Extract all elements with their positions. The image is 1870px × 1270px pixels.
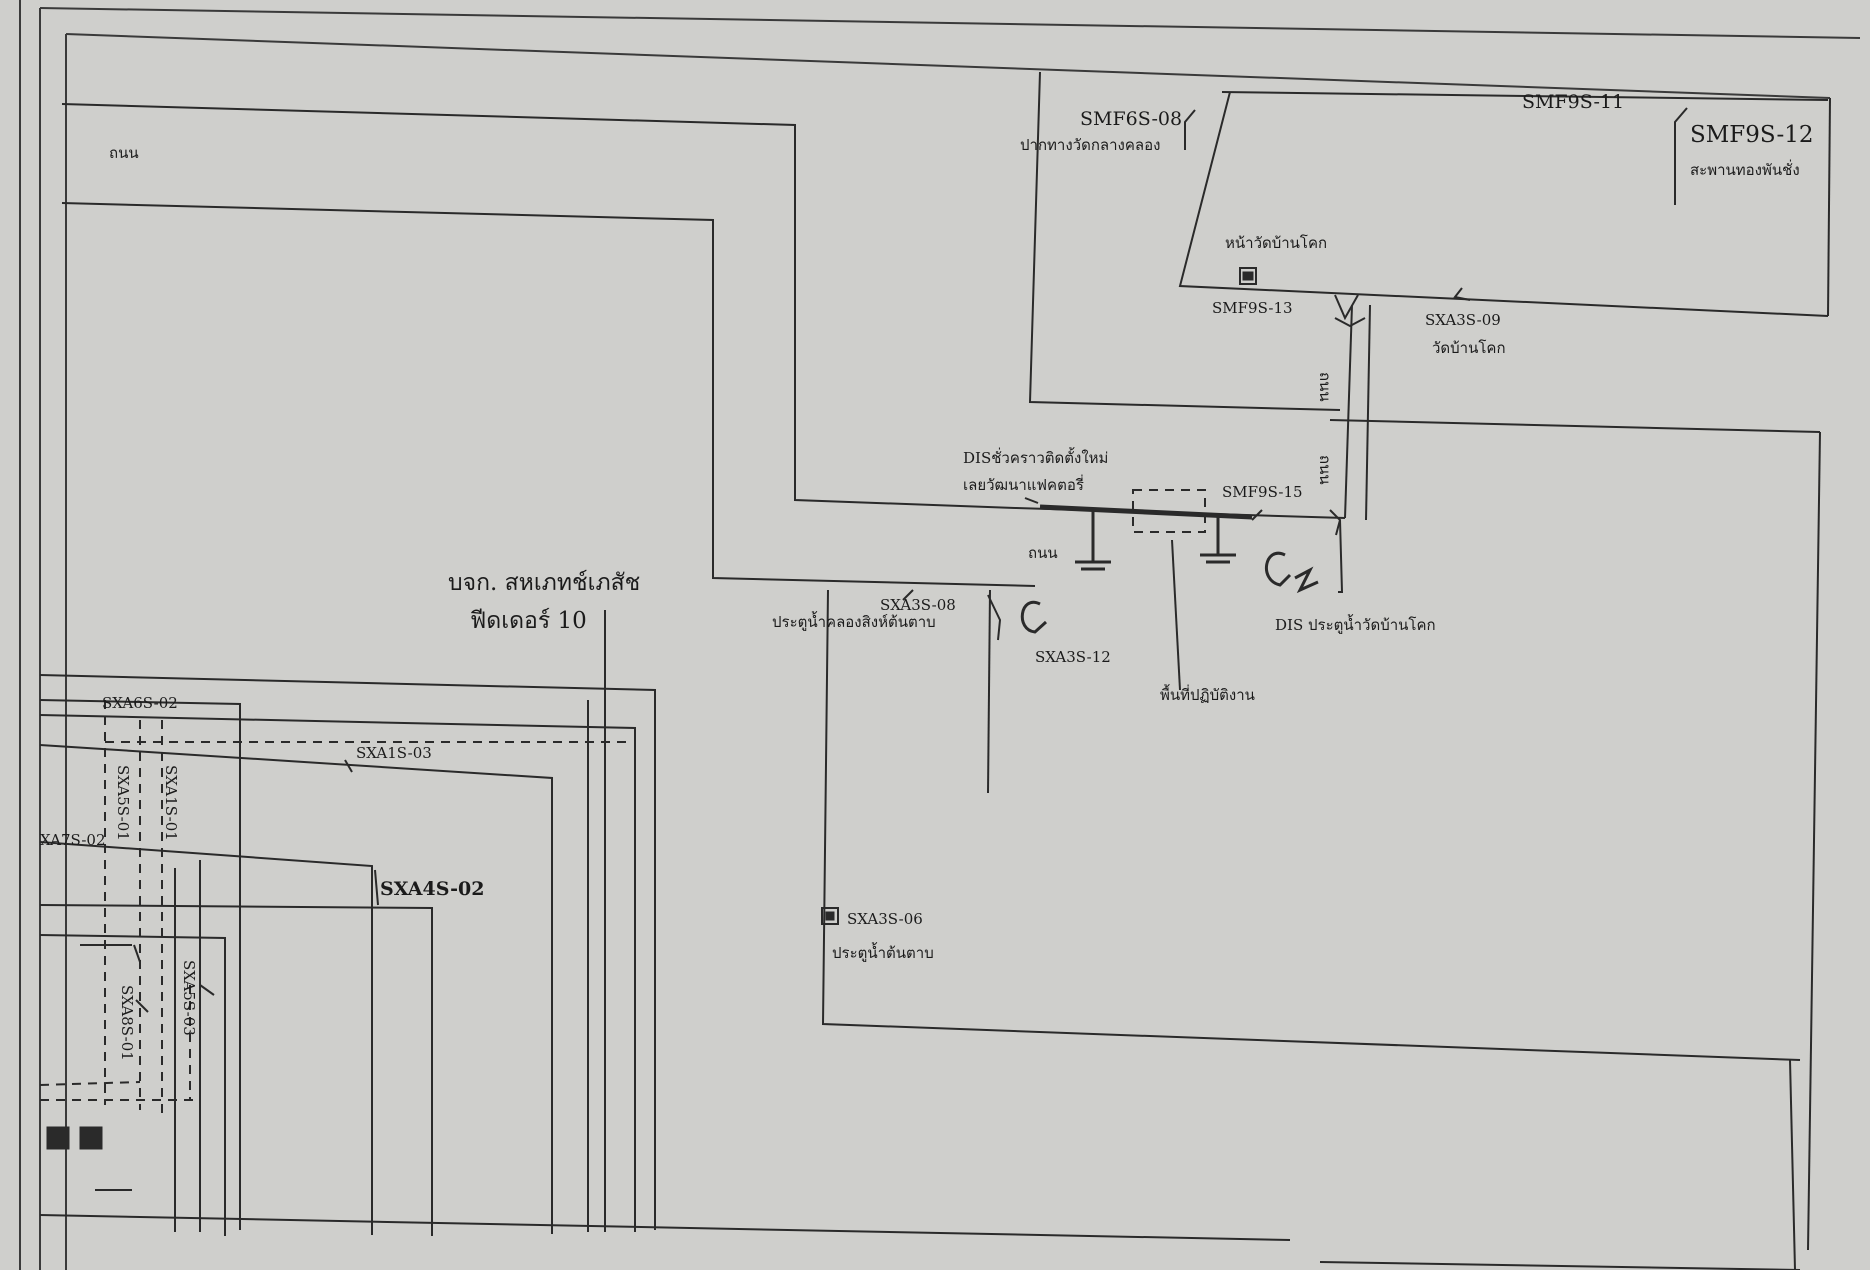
switch-symbols bbox=[133, 107, 1688, 1013]
label-sxa5s-01: SXA5S-01 bbox=[114, 765, 132, 841]
label-sxa3s-09-place: วัดบ้านโคก bbox=[1432, 339, 1506, 357]
g-markers bbox=[1020, 551, 1319, 634]
label-smf9s-11: SMF9S-11 bbox=[1522, 91, 1624, 113]
label-dis-temp-line2: เลยวัฒนาแฟคตอรี่ bbox=[963, 474, 1084, 494]
label-smf9s-12-place: สะพานทองพันชั่ง bbox=[1690, 159, 1800, 179]
equipment-boxes bbox=[46, 267, 1257, 1150]
text-labels: ถนน SMF6S-08 ปากทางวัดกลางคลอง SMF9S-11 … bbox=[40, 91, 1814, 1061]
label-sxa3s-08-place: ประตูน้ำคลองสิงห์ต้นตาบ bbox=[772, 611, 936, 631]
label-smf9s-15: SMF9S-15 bbox=[1222, 483, 1303, 501]
label-road-mid: ถนน bbox=[1028, 544, 1058, 562]
page-border bbox=[19, 0, 1861, 1270]
network-lines bbox=[39, 71, 1831, 1270]
ground-symbols bbox=[1075, 510, 1236, 571]
label-sxa3s-12: SXA3S-12 bbox=[1035, 648, 1111, 666]
label-smf6s-08-place: ปากทางวัดกลางคลอง bbox=[1020, 136, 1160, 154]
label-smf9s-12: SMF9S-12 bbox=[1690, 122, 1814, 148]
label-sxa3s-06-place: ประตูน้ำต้นตาบ bbox=[832, 942, 934, 962]
label-smf9s-13: SMF9S-13 bbox=[1212, 299, 1293, 317]
label-sxa3s-09: SXA3S-09 bbox=[1425, 311, 1501, 329]
label-road-vertical-1: ถนน bbox=[1316, 372, 1334, 402]
dashed-feeders bbox=[39, 489, 1206, 1120]
label-sxa5s-03: SXA5S-03 bbox=[180, 960, 198, 1036]
label-company-line2: ฟีดเดอร์ 10 bbox=[470, 607, 587, 634]
label-work-area: พื้นที่ปฏิบัติงาน bbox=[1160, 684, 1255, 704]
label-company-line1: บจก. สหเภทช์เภสัช bbox=[448, 569, 640, 596]
work-area-arrow bbox=[1171, 539, 1181, 691]
label-temple-front: หน้าวัดบ้านโคก bbox=[1225, 234, 1327, 252]
label-sxa6s-02: SXA6S-02 bbox=[102, 694, 178, 712]
label-dis-gate: DIS ประตูน้ำวัดบ้านโคก bbox=[1275, 614, 1436, 634]
label-sxa7s-02: XA7S-02 bbox=[40, 831, 106, 849]
label-road-vertical-2: ถนน bbox=[1316, 455, 1334, 485]
label-sxa1s-01: SXA1S-01 bbox=[162, 765, 180, 841]
label-road-top-left: ถนน bbox=[109, 144, 139, 162]
label-sxa3s-06: SXA3S-06 bbox=[847, 910, 923, 928]
label-sxa4s-02: SXA4S-02 bbox=[380, 878, 485, 900]
label-sxa8s-01: SXA8S-01 bbox=[118, 985, 136, 1061]
label-smf6s-08: SMF6S-08 bbox=[1080, 108, 1182, 130]
label-dis-temp-line1: DISชั่วคราวติดตั้งใหม่ bbox=[963, 447, 1108, 467]
label-sxa1s-03: SXA1S-03 bbox=[356, 744, 432, 762]
label-sxa3s-08: SXA3S-08 bbox=[880, 596, 956, 614]
